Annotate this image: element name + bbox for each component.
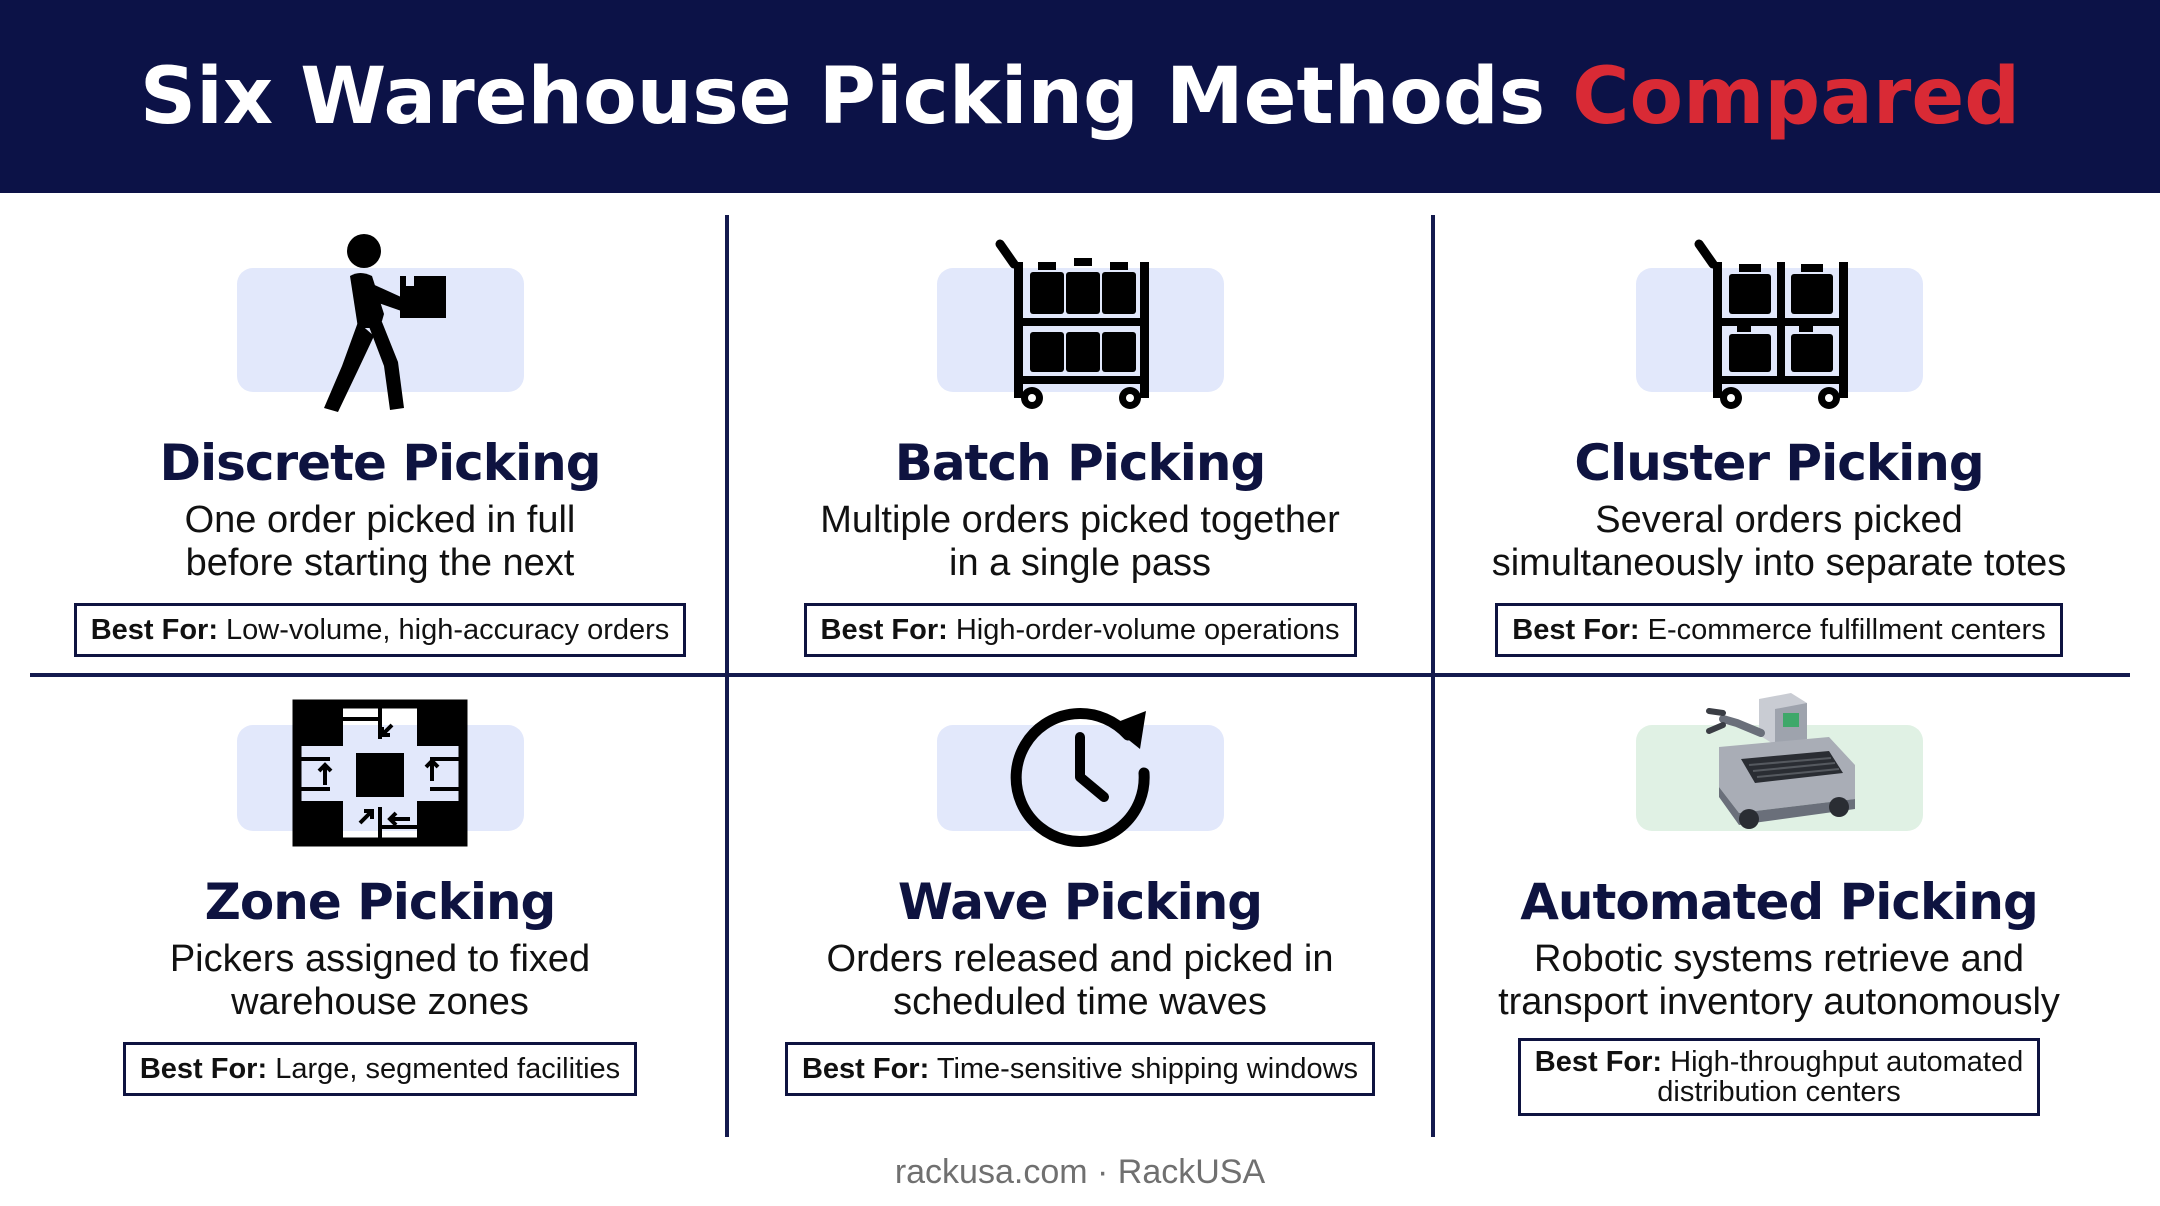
- best-for-box: Best For: High-order-volume operations: [803, 603, 1357, 657]
- method-card-wave: Wave Picking Orders released and picked …: [730, 697, 1430, 1096]
- icon-area: [730, 697, 1430, 852]
- best-for-value: E-commerce fulfillment centers: [1647, 614, 2046, 646]
- method-description: One order picked in full before starting…: [30, 499, 730, 585]
- header-banner: Six Warehouse Picking Methods Compared: [0, 0, 2160, 193]
- zone-floor-plan-icon: [292, 699, 468, 847]
- best-for-label: Best For:: [139, 1053, 268, 1085]
- cart-with-separate-totes-icon: [1694, 239, 1848, 409]
- method-description: Several orders picked simultaneously int…: [1429, 499, 2129, 585]
- robotic-vehicle-icon: [1706, 693, 1855, 829]
- description-line-2: in a single pass: [949, 542, 1211, 584]
- method-description: Multiple orders picked together in a sin…: [730, 499, 1430, 585]
- method-title: Wave Picking: [897, 873, 1263, 931]
- walking-person-carrying-box-icon: [324, 234, 446, 412]
- method-title: Zone Picking: [204, 873, 557, 931]
- method-description: Robotic systems retrieve and transport i…: [1429, 938, 2129, 1024]
- best-for-label: Best For:: [1534, 1046, 1663, 1078]
- best-for-label: Best For:: [820, 614, 948, 646]
- description-line-1: Orders released and picked in: [826, 938, 1334, 980]
- method-description: Orders released and picked in scheduled …: [730, 938, 1430, 1024]
- description-line-1: One order picked in full: [184, 499, 576, 541]
- description-line-2: simultaneously into separate totes: [1491, 542, 2067, 584]
- cart-with-bins-icon: [995, 239, 1149, 409]
- method-card-discrete: Discrete Picking One order picked in ful…: [30, 218, 730, 657]
- best-for-box: Best For: High-throughput automated dist…: [1517, 1038, 2041, 1116]
- description-line-1: Robotic systems retrieve and: [1534, 938, 2024, 980]
- icon-area: [1429, 218, 2129, 413]
- method-title: Discrete Picking: [159, 434, 601, 492]
- best-for-value: Time-sensitive shipping windows: [936, 1053, 1359, 1085]
- horizontal-divider: [30, 673, 2130, 677]
- icon-area: [30, 697, 730, 852]
- method-title: Automated Picking: [1520, 873, 2039, 931]
- icon-area: [1429, 693, 2129, 852]
- method-card-automated: Automated Picking Robotic systems retrie…: [1429, 693, 2129, 1116]
- best-for-label: Best For:: [801, 1053, 930, 1085]
- best-for-box: Best For: Time-sensitive shipping window…: [784, 1042, 1376, 1096]
- description-line-2: transport inventory autonomously: [1498, 981, 2060, 1023]
- page-title: Six Warehouse Picking Methods Compared: [140, 52, 2020, 142]
- description-line-1: Pickers assigned to fixed: [169, 938, 591, 980]
- method-card-cluster: Cluster Picking Several orders picked si…: [1429, 218, 2129, 657]
- description-line-1: Several orders picked: [1595, 499, 1963, 541]
- best-for-value-line-1: High-throughput automated: [1670, 1046, 2024, 1078]
- best-for-label: Best For:: [1512, 614, 1640, 646]
- method-card-batch: Batch Picking Multiple orders picked tog…: [730, 218, 1430, 657]
- description-line-2: warehouse zones: [231, 981, 529, 1023]
- best-for-box: Best For: E-commerce fulfillment centers: [1495, 603, 2063, 657]
- best-for-label: Best For:: [90, 614, 218, 646]
- best-for-value: High-order-volume operations: [955, 614, 1340, 646]
- best-for-value: Large, segmented facilities: [275, 1053, 621, 1085]
- icon-area: [30, 218, 730, 413]
- title-accent: Compared: [1572, 51, 2021, 142]
- method-title: Batch Picking: [894, 434, 1267, 492]
- best-for-box: Best For: Low-volume, high-accuracy orde…: [73, 603, 687, 657]
- footer-credit: rackusa.com · RackUSA: [894, 1153, 1266, 1191]
- icon-area: [730, 218, 1430, 413]
- description-line-2: before starting the next: [185, 542, 575, 584]
- best-for-value: Low-volume, high-accuracy orders: [226, 614, 670, 646]
- best-for-box: Best For: Large, segmented facilities: [122, 1042, 638, 1096]
- clock-refresh-icon: [1010, 708, 1150, 848]
- method-description: Pickers assigned to fixed warehouse zone…: [30, 938, 730, 1024]
- method-card-zone: Zone Picking Pickers assigned to fixed w…: [30, 697, 730, 1096]
- description-line-2: scheduled time waves: [893, 981, 1267, 1023]
- method-title: Cluster Picking: [1574, 434, 1984, 492]
- description-line-1: Multiple orders picked together: [820, 499, 1340, 541]
- best-for-value-line-2: distribution centers: [1657, 1076, 1901, 1108]
- title-main: Six Warehouse Picking Methods: [139, 51, 1546, 142]
